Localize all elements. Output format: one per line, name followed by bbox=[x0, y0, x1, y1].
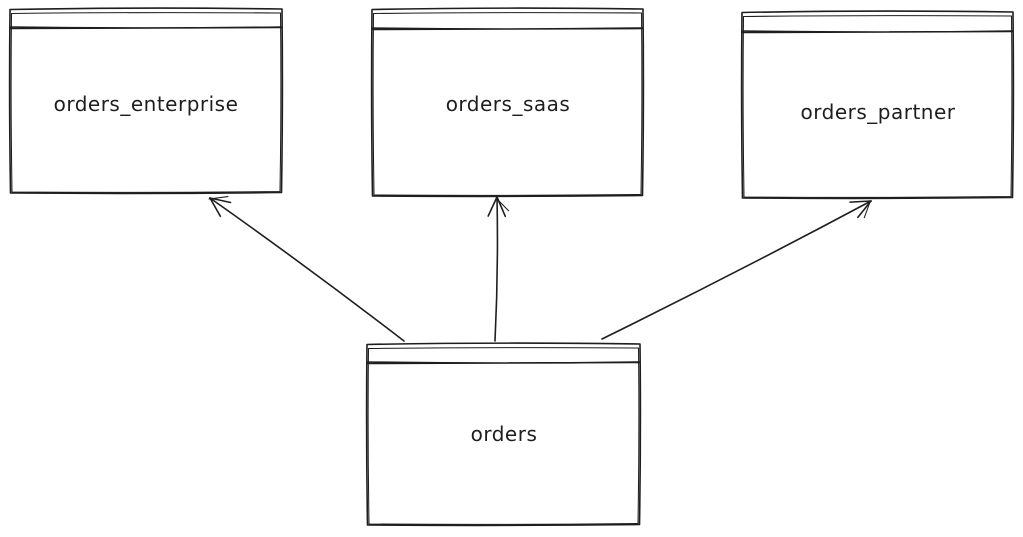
node-outline-overdraw bbox=[372, 12, 643, 196]
edge-orders-to-orders-enterprise bbox=[208, 196, 405, 342]
node-orders: orders bbox=[365, 342, 642, 527]
arrowhead-arm bbox=[849, 200, 872, 203]
node-orders-enterprise: orders_enterprise bbox=[8, 7, 284, 195]
node-outline bbox=[370, 7, 645, 198]
node-label-orders-saas: orders_saas bbox=[446, 92, 571, 116]
node-outline-overdraw bbox=[742, 15, 1013, 198]
arrowhead-arm bbox=[496, 196, 507, 218]
node-outline-overdraw bbox=[367, 347, 640, 525]
node-outline bbox=[365, 342, 642, 527]
arrow-shaft bbox=[494, 196, 499, 342]
arrowhead-arm bbox=[209, 197, 222, 218]
node-titlebar-line bbox=[10, 26, 282, 30]
node-orders-partner: orders_partner bbox=[740, 10, 1015, 200]
node-outline bbox=[740, 10, 1015, 200]
arrowhead-arm bbox=[209, 197, 232, 204]
edge-orders-to-orders-saas bbox=[487, 196, 510, 342]
node-orders-saas: orders_saas bbox=[370, 7, 645, 198]
arrowhead-arm bbox=[487, 196, 498, 217]
node-label-orders-enterprise: orders_enterprise bbox=[54, 92, 239, 116]
node-outline bbox=[8, 7, 284, 195]
node-outline-overdraw bbox=[10, 12, 282, 193]
node-titlebar-line bbox=[742, 30, 1013, 34]
node-titlebar-line bbox=[367, 361, 640, 365]
arrow-shaft bbox=[209, 197, 405, 342]
node-label-orders: orders bbox=[471, 422, 538, 446]
arrowhead-arm bbox=[857, 200, 872, 219]
node-label-orders-partner: orders_partner bbox=[801, 100, 956, 124]
node-titlebar-line bbox=[372, 27, 643, 31]
edge-orders-to-orders-partner bbox=[601, 200, 872, 340]
arrow-shaft bbox=[601, 200, 872, 340]
